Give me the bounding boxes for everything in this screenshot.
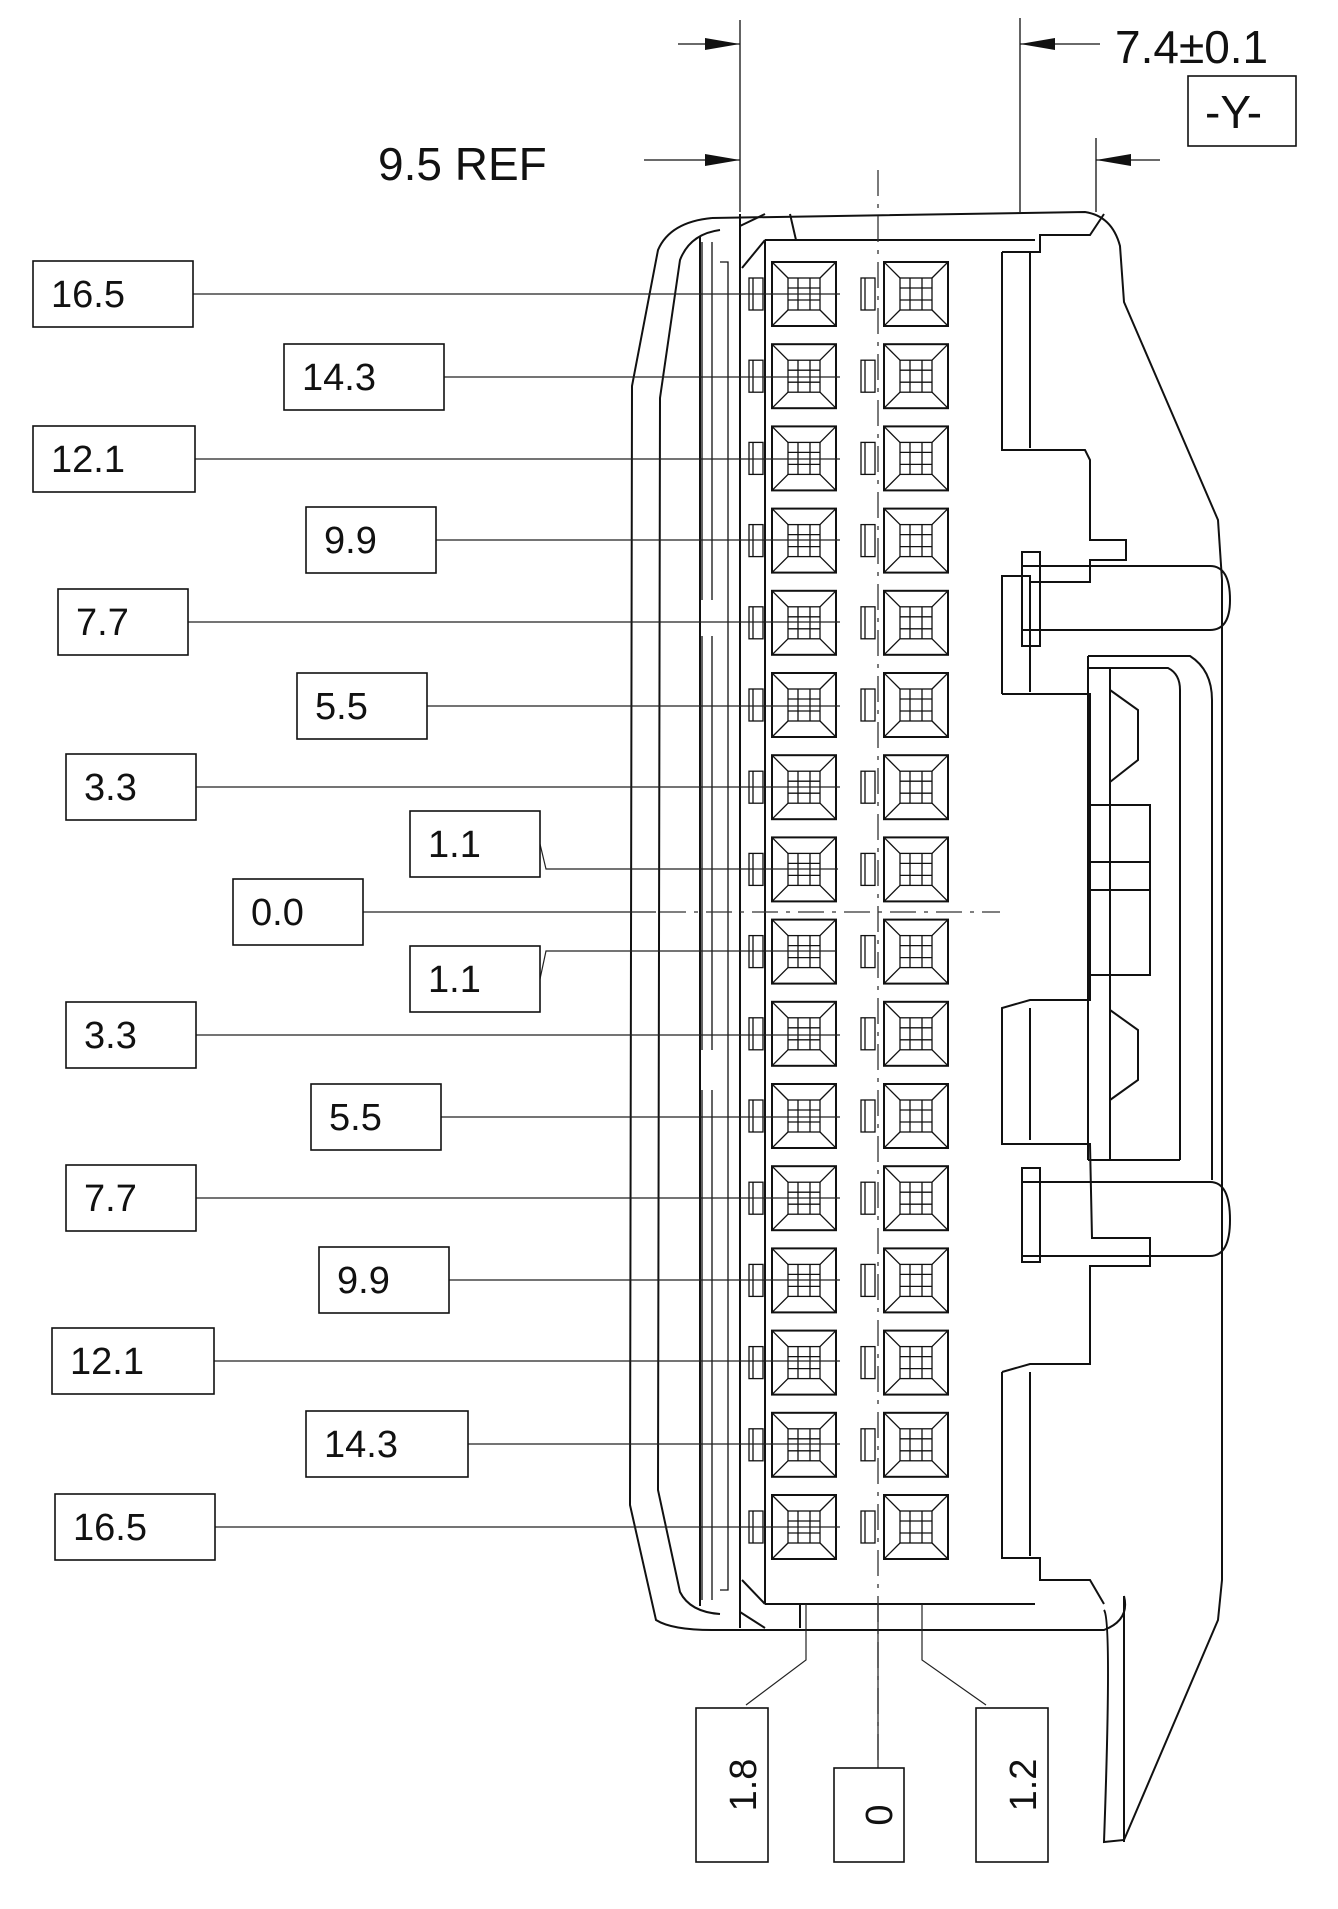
left-dim-item: 5.5 [296, 672, 840, 740]
left-dim-item: 16.5 [32, 260, 840, 328]
center-lines [660, 170, 1000, 1780]
pin-cell [860, 1000, 949, 1067]
pin-cell [860, 1411, 949, 1478]
pin-cell [860, 836, 949, 903]
left-dim-box [54, 1493, 216, 1561]
bottom-dim-box-right [975, 1707, 1049, 1863]
pin-cell [748, 1411, 837, 1478]
left-dim-item: 5.5 [310, 1083, 840, 1151]
body-width-label: 7.4±0.1 [1115, 21, 1268, 73]
left-dim-label: 14.3 [302, 357, 376, 399]
bottom-dim-label-center: 0 [859, 1804, 901, 1825]
pin-cell [860, 261, 949, 327]
left-dim-item: 14.3 [305, 1410, 840, 1478]
left-dim-item: 12.1 [51, 1327, 840, 1395]
pin-cell [748, 672, 837, 738]
left-dim-label: 1.1 [428, 959, 481, 1001]
left-dim-label: 16.5 [73, 1507, 147, 1549]
left-dim-box [32, 260, 194, 328]
connector-body [628, 210, 1232, 1844]
datum-box [1187, 75, 1297, 147]
pin-cell [860, 918, 949, 985]
pin-cell [860, 754, 949, 821]
left-dim-box [65, 1001, 197, 1069]
pin-cell [860, 1165, 949, 1232]
pin-cell [860, 1083, 949, 1149]
pin-cell [748, 1000, 837, 1067]
left-dim-label: 5.5 [315, 686, 368, 728]
left-dim-box [65, 753, 197, 821]
pin-cell [860, 1494, 949, 1560]
left-dim-item: 1.1 [409, 810, 838, 878]
left-dim-box [409, 945, 541, 1013]
left-dim-item: 1.1 [409, 945, 836, 1013]
left-dim-item: 9.9 [305, 506, 840, 574]
left-dim-label: 12.1 [70, 1341, 144, 1383]
left-dim-box [305, 506, 437, 574]
bottom-dim-label-left: 1.8 [723, 1759, 765, 1812]
left-dim-box [65, 1164, 197, 1232]
left-dim-box [305, 1410, 469, 1478]
pin-cell [748, 343, 837, 410]
left-dim-item: 14.3 [283, 343, 840, 411]
left-dim-box [318, 1246, 450, 1314]
left-dim-box [232, 878, 364, 946]
bottom-dim-box-center [833, 1767, 905, 1863]
left-dim-item: 0.0 [232, 878, 656, 946]
left-rail [701, 242, 729, 1600]
bottom-dimensions: 1.8 0 1.2 [695, 1604, 1049, 1863]
left-dim-item: 7.7 [65, 1164, 840, 1232]
bottom-dim-label-right: 1.2 [1003, 1759, 1045, 1812]
left-dim-label: 3.3 [84, 767, 137, 809]
left-dim-box [32, 425, 196, 493]
left-dim-item: 7.7 [57, 588, 840, 656]
left-dim-label: 14.3 [324, 1424, 398, 1466]
pin-cell [860, 425, 949, 492]
left-dim-label: 7.7 [84, 1178, 137, 1220]
pin-cell [748, 589, 837, 656]
left-dim-label: 9.9 [324, 520, 377, 562]
pin-grid [748, 261, 949, 1560]
pin-cell [860, 589, 949, 656]
left-dim-label: 9.9 [337, 1260, 390, 1302]
left-dim-item: 12.1 [32, 425, 840, 493]
pin-cell [860, 507, 949, 574]
left-dim-label: 7.7 [76, 602, 129, 644]
ref-width-label: 9.5 REF [378, 138, 547, 190]
left-dim-label: 12.1 [51, 439, 125, 481]
pin-cell [860, 672, 949, 738]
datum-label: -Y- [1205, 86, 1262, 138]
left-dim-box [283, 343, 445, 411]
left-dim-label: 3.3 [84, 1015, 137, 1057]
pin-cell [748, 1083, 837, 1149]
left-dim-box [310, 1083, 442, 1151]
left-dim-item: 16.5 [54, 1493, 840, 1561]
left-dim-label: 16.5 [51, 274, 125, 316]
top-dimensions: 9.5 REF 7.4±0.1 -Y- [378, 18, 1297, 212]
pin-cell [860, 343, 949, 410]
pin-cell [748, 1329, 837, 1396]
left-dim-label: 1.1 [428, 824, 481, 866]
pin-cell [860, 1329, 949, 1396]
left-dim-box [57, 588, 189, 656]
left-dimension-labels: 16.5 14.3 12.1 9.9 7.7 5.5 3.3 1.1 0.0 1.1 3.3 5.5 7… [32, 260, 840, 1561]
left-dim-label: 0.0 [251, 892, 304, 934]
left-dim-item: 9.9 [318, 1246, 840, 1314]
left-dim-box [409, 810, 541, 878]
left-dim-box [296, 672, 428, 740]
bottom-dim-box-left [695, 1707, 769, 1863]
left-dim-item: 3.3 [65, 753, 840, 821]
left-dim-item: 3.3 [65, 1001, 840, 1069]
pin-cell [860, 1247, 949, 1314]
left-dim-box [51, 1327, 215, 1395]
left-dim-label: 5.5 [329, 1097, 382, 1139]
